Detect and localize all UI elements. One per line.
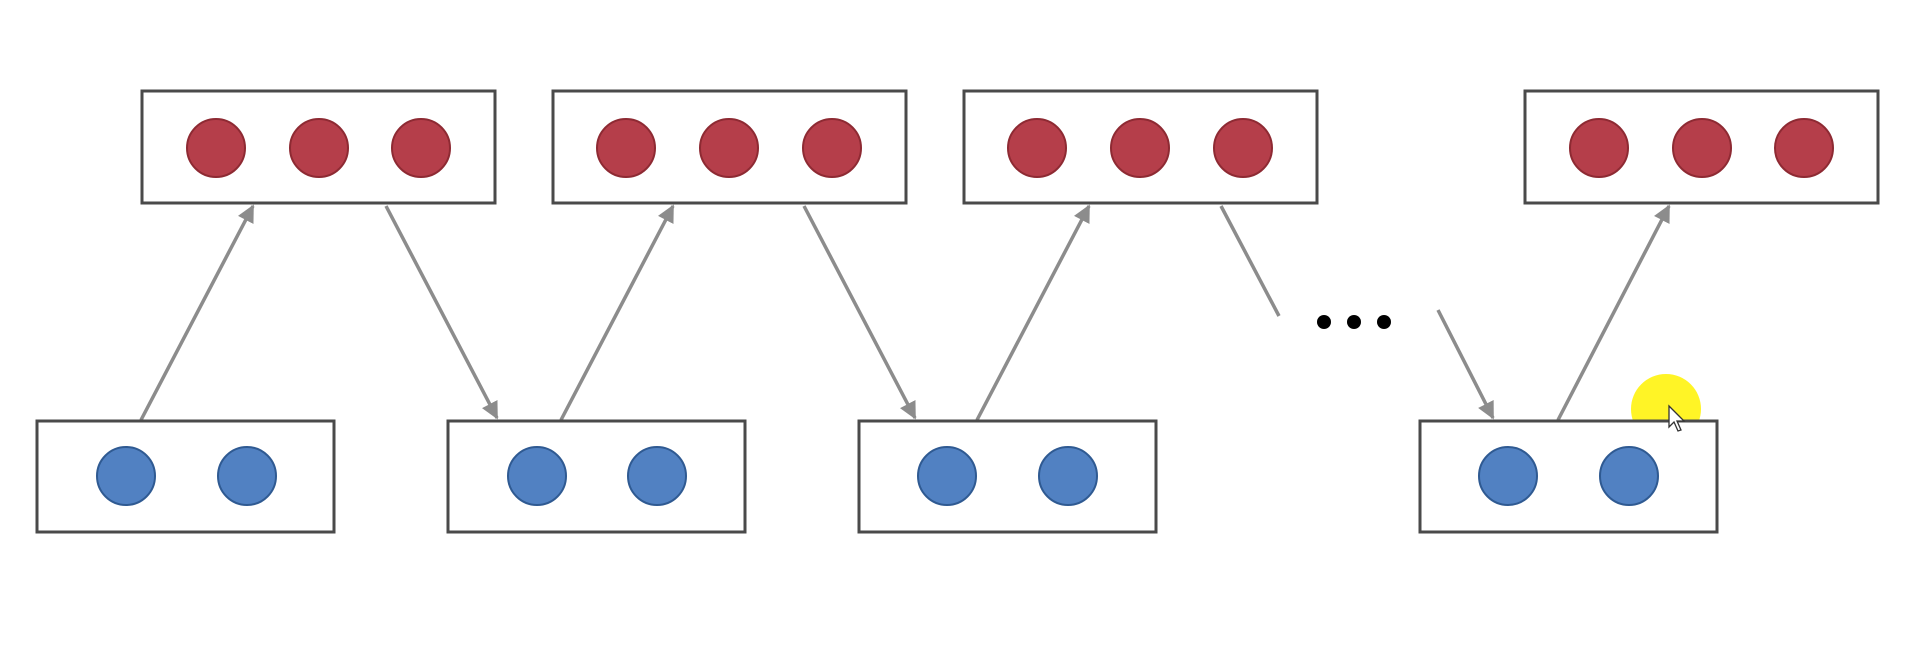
input-unit bbox=[96, 446, 156, 506]
edge-input2-to-hidden2 bbox=[559, 204, 675, 421]
ellipsis-dot bbox=[1317, 315, 1331, 329]
input-unit bbox=[507, 446, 567, 506]
input-unit bbox=[627, 446, 687, 506]
edge-input4-to-hidden4 bbox=[1556, 204, 1671, 421]
edges bbox=[139, 204, 1671, 421]
ellipsis bbox=[1317, 315, 1391, 329]
hidden-unit bbox=[1110, 118, 1170, 178]
hidden-unit bbox=[289, 118, 349, 178]
hidden-unit bbox=[596, 118, 656, 178]
ellipsis-dot bbox=[1377, 315, 1391, 329]
edge-hidden1-to-input2 bbox=[384, 205, 499, 420]
input-unit bbox=[1038, 446, 1098, 506]
input-unit bbox=[1599, 446, 1659, 506]
edge-input1-to-hidden1 bbox=[139, 204, 255, 421]
input-unit bbox=[917, 446, 977, 506]
edge-hidden3-to-ellipsis bbox=[1219, 205, 1281, 317]
hidden-unit bbox=[802, 118, 862, 178]
hidden-unit bbox=[1569, 118, 1629, 178]
hidden-unit bbox=[699, 118, 759, 178]
mouse-pointer-icon bbox=[1668, 404, 1686, 432]
hidden-layer-2 bbox=[551, 89, 908, 205]
hidden-layer-3 bbox=[962, 89, 1319, 205]
input-layer-3 bbox=[857, 419, 1158, 534]
hidden-unit bbox=[1213, 118, 1273, 178]
edge-input3-to-hidden3 bbox=[975, 204, 1091, 421]
hidden-layer-1 bbox=[140, 89, 497, 205]
hidden-unit bbox=[1007, 118, 1067, 178]
input-layer-2 bbox=[446, 419, 747, 534]
input-unit bbox=[1478, 446, 1538, 506]
hidden-unit bbox=[1774, 118, 1834, 178]
edge-ellipsis-to-input4 bbox=[1436, 309, 1495, 420]
input-layer-4 bbox=[1418, 419, 1719, 534]
input-layer-1 bbox=[35, 419, 336, 534]
hidden-unit bbox=[391, 118, 451, 178]
ellipsis-dot bbox=[1347, 315, 1361, 329]
input-unit bbox=[217, 446, 277, 506]
hidden-unit bbox=[1672, 118, 1732, 178]
hidden-layer-4 bbox=[1523, 89, 1880, 205]
edge-hidden2-to-input3 bbox=[802, 205, 917, 420]
hidden-unit bbox=[186, 118, 246, 178]
